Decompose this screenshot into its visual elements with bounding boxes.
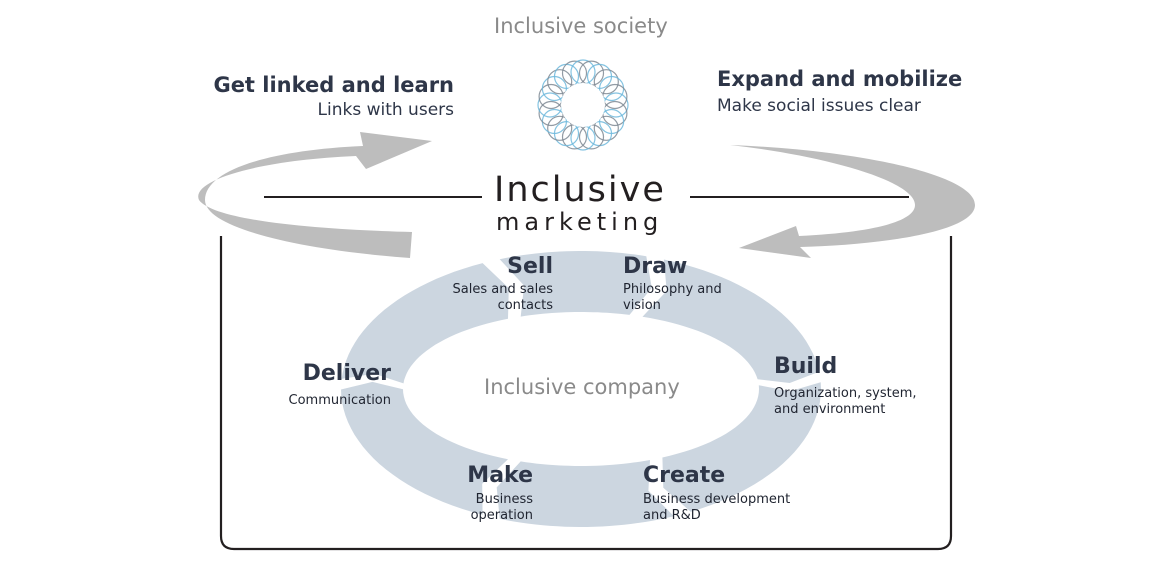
left-cycle-subtitle: Links with users xyxy=(317,100,454,120)
ring-segment-build xyxy=(662,382,821,512)
center-title-line1: Inclusive xyxy=(494,170,666,210)
company-frame xyxy=(219,236,953,551)
stage-deliver-title: Deliver xyxy=(302,361,391,386)
stage-create-title: Create xyxy=(643,463,726,488)
ring-segment-draw xyxy=(642,259,820,383)
stage-build-title: Build xyxy=(774,354,838,379)
emblem-loop xyxy=(547,115,573,141)
emblem-loop xyxy=(570,59,596,85)
inclusive-company-label: Inclusive company xyxy=(484,375,680,399)
emblem-center xyxy=(561,83,605,127)
center-title-line2: marketing xyxy=(496,208,664,236)
ring-segment-create xyxy=(496,460,674,527)
emblem-loop xyxy=(593,115,619,141)
society-label: Inclusive society xyxy=(494,14,668,38)
stage-draw-title: Draw xyxy=(623,254,688,279)
stage-deliver-desc: Communication xyxy=(288,393,391,408)
right-cycle-title: Expand and mobilize xyxy=(717,67,963,91)
right-cycle-subtitle: Make social issues clear xyxy=(717,96,921,116)
ring-segment-sell xyxy=(499,251,652,317)
emblem-loop xyxy=(537,92,563,118)
stage-create-desc: Business development and R&D xyxy=(643,492,791,523)
stage-make-title: Make xyxy=(467,463,533,488)
process-ring xyxy=(341,251,821,527)
stage-sell-title: Sell xyxy=(507,254,553,279)
curved-arrow-left-icon xyxy=(198,132,432,258)
curved-arrow-right-icon xyxy=(730,145,975,258)
stage-sell-desc: Sales and sales contacts xyxy=(452,282,553,313)
stage-make-desc: Business operation xyxy=(470,492,533,523)
stage-draw-desc: Philosophy and vision xyxy=(623,282,722,313)
emblem-loop xyxy=(602,83,628,110)
left-cycle-title: Get linked and learn xyxy=(213,73,454,97)
emblem-loop xyxy=(593,69,619,95)
rosette-ring-icon xyxy=(537,59,629,151)
ring-segment-make xyxy=(341,381,508,515)
emblem-loop xyxy=(547,69,573,95)
ring-segment-deliver xyxy=(341,263,509,384)
emblem-loop xyxy=(570,125,596,151)
stage-build-desc: Organization, system, and environment xyxy=(774,386,917,417)
emblem-loop xyxy=(603,92,629,118)
